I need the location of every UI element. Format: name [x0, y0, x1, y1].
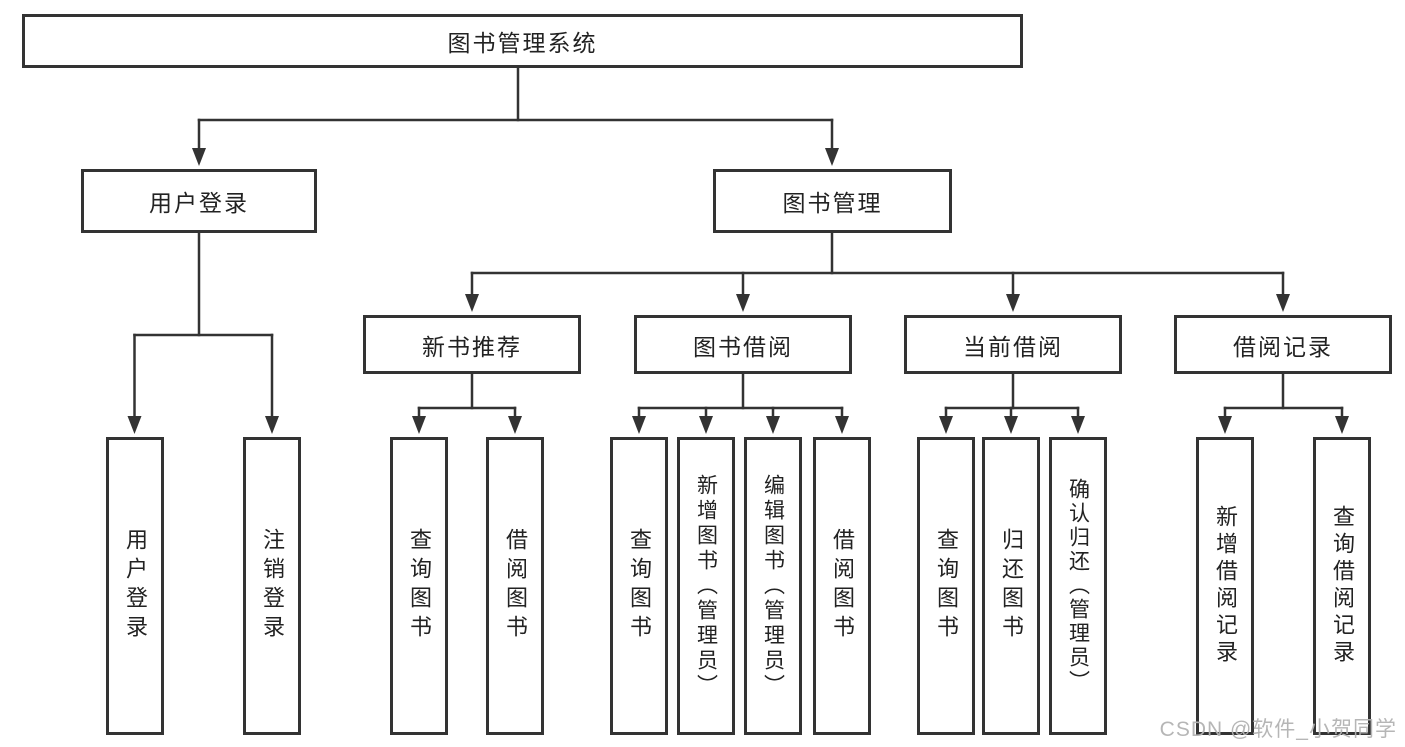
- leaf-edit-book-admin-label: 编辑图书（管理员）: [761, 473, 785, 699]
- leaf-edit-book-admin: 编辑图书（管理员）: [744, 437, 802, 735]
- leaf-return-books: 归还图书: [982, 437, 1040, 735]
- leaf-borrow-books-2: 借阅图书: [813, 437, 871, 735]
- leaf-add-borrow-record: 新增借阅记录: [1196, 437, 1254, 735]
- leaf-query-borrow-record: 查询借阅记录: [1313, 437, 1371, 735]
- leaf-return-books-label: 归还图书: [999, 528, 1024, 644]
- leaf-confirm-return-admin: 确认归还（管理员）: [1049, 437, 1107, 735]
- node-book-management: 图书管理: [713, 169, 952, 233]
- leaf-query-books-3: 查询图书: [917, 437, 975, 735]
- node-current-borrow-label: 当前借阅: [963, 333, 1063, 360]
- csdn-watermark: CSDN @软件_小贺同学: [1159, 718, 1397, 741]
- leaf-add-book-admin-label: 新增图书（管理员）: [694, 473, 718, 699]
- leaf-borrow-books-1: 借阅图书: [486, 437, 544, 735]
- leaf-confirm-return-admin-label: 确认归还（管理员）: [1066, 478, 1090, 694]
- node-current-borrow: 当前借阅: [904, 315, 1122, 374]
- leaf-query-borrow-record-label: 查询借阅记录: [1330, 505, 1355, 667]
- leaf-user-login: 用户登录: [106, 437, 164, 735]
- leaf-logout: 注销登录: [243, 437, 301, 735]
- leaf-logout-label: 注销登录: [260, 528, 285, 644]
- leaf-borrow-books-1-label: 借阅图书: [503, 528, 528, 644]
- leaf-query-books-1: 查询图书: [390, 437, 448, 735]
- node-new-book-recommend-label: 新书推荐: [422, 333, 522, 360]
- node-user-login-label: 用户登录: [149, 190, 249, 216]
- node-user-login: 用户登录: [81, 169, 317, 233]
- node-new-book-recommend: 新书推荐: [363, 315, 581, 374]
- node-borrow-record: 借阅记录: [1174, 315, 1392, 374]
- node-root-label: 图书管理系统: [447, 30, 598, 56]
- leaf-add-book-admin: 新增图书（管理员）: [677, 437, 735, 735]
- leaf-query-books-2: 查询图书: [610, 437, 668, 735]
- leaf-query-books-3-label: 查询图书: [934, 528, 959, 644]
- leaf-query-books-2-label: 查询图书: [627, 528, 652, 644]
- leaf-add-borrow-record-label: 新增借阅记录: [1213, 505, 1238, 667]
- node-book-borrow: 图书借阅: [634, 315, 852, 374]
- node-book-management-label: 图书管理: [782, 190, 883, 216]
- leaf-query-books-1-label: 查询图书: [407, 528, 432, 644]
- node-book-borrow-label: 图书借阅: [693, 333, 793, 360]
- leaf-user-login-label: 用户登录: [123, 528, 148, 644]
- leaf-borrow-books-2-label: 借阅图书: [830, 528, 855, 644]
- node-root-library-system: 图书管理系统: [22, 14, 1023, 68]
- node-borrow-record-label: 借阅记录: [1233, 333, 1333, 360]
